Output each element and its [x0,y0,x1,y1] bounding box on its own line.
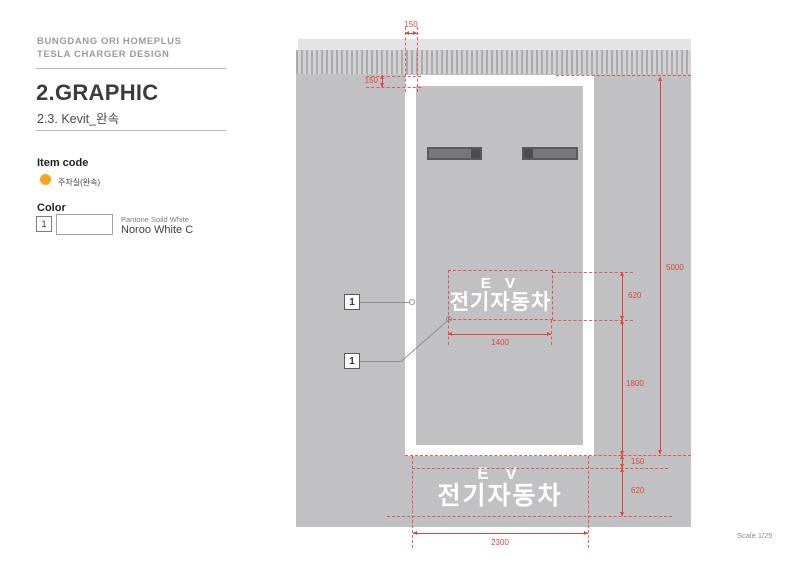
stall-ev-line2: 전기자동차 [449,290,552,314]
dim-label-overall-height: 5000 [666,263,684,272]
stall-ev-marking: E V 전기자동차 [448,270,553,320]
dim-line [405,31,417,35]
dim-extension [417,27,418,92]
callout-leader [360,302,410,303]
dim-label-stall-text-width: 1400 [491,338,509,347]
item-code-heading: Item code [37,157,89,169]
dim-label-stall-width: 2300 [491,538,509,547]
project-name: BUNGDANG ORI HOMEPLUS [37,36,182,47]
dim-extension [551,320,552,345]
dim-extension [412,468,668,469]
wheel-stop-cap [471,149,480,158]
callout-1-ev-text: 1 [344,353,360,369]
dim-extension [556,75,691,76]
scale-label: Scale 1/25 [737,531,773,540]
road-ev-line1: E V [477,463,523,483]
wheel-stop-left [427,147,482,160]
dim-label-stall-line-offset: 150 [364,76,378,85]
callout-endpoint [446,316,452,322]
dim-line [620,320,624,455]
dim-line [380,75,384,87]
dim-label-text-to-bottom: 1800 [626,379,644,388]
curb-hatch-strip [296,50,691,74]
wheel-stop-cap [524,149,533,158]
dim-extension [366,76,421,77]
section-title: 2.GRAPHIC [36,80,159,105]
dim-line [620,468,624,516]
road-ev-line2: 전기자동차 [437,481,563,510]
callout-leader [360,361,401,362]
item-code-dot-icon [40,174,51,185]
section-divider [36,130,226,131]
dim-line [620,272,624,320]
dim-label-road-gap: 150 [631,457,645,466]
dim-line [413,531,588,535]
dim-extension [448,320,449,345]
dim-extension [553,272,633,273]
dim-extension [553,320,633,321]
item-code-label: 주차실(완속) [58,178,101,187]
road-ev-marking: E V 전기자동차 [412,458,588,516]
project-subname: TESLA CHARGER DESIGN [37,49,170,60]
curb-band [298,39,691,51]
dim-extension [588,456,589,548]
dim-extension [405,455,691,456]
dim-line [620,455,624,468]
color-heading: Color [37,202,66,214]
color-swatch [56,214,113,235]
dim-label-stall-line-width: 150 [404,20,418,29]
stall-outline [405,75,594,456]
dim-extension [366,87,421,88]
callout-endpoint [409,299,415,305]
header-divider [36,68,226,69]
dim-line [448,332,551,336]
dim-extension [387,516,672,517]
section-subtitle: 2.3. Kevit_완속 [37,112,120,126]
dim-extension [405,27,406,92]
color-name-small: Pantone Soild White [121,215,189,224]
color-index-box: 1 [36,216,52,232]
callout-1-stall-line: 1 [344,294,360,310]
wheel-stop-right [522,147,578,160]
dim-line [658,77,662,454]
color-name-big: Noroo White C [121,224,194,236]
dim-label-road-text-height: 620 [631,486,645,495]
stall-ev-line1: E V [480,275,521,293]
dim-extension [412,456,413,548]
dim-label-stall-text-height: 620 [628,291,642,300]
